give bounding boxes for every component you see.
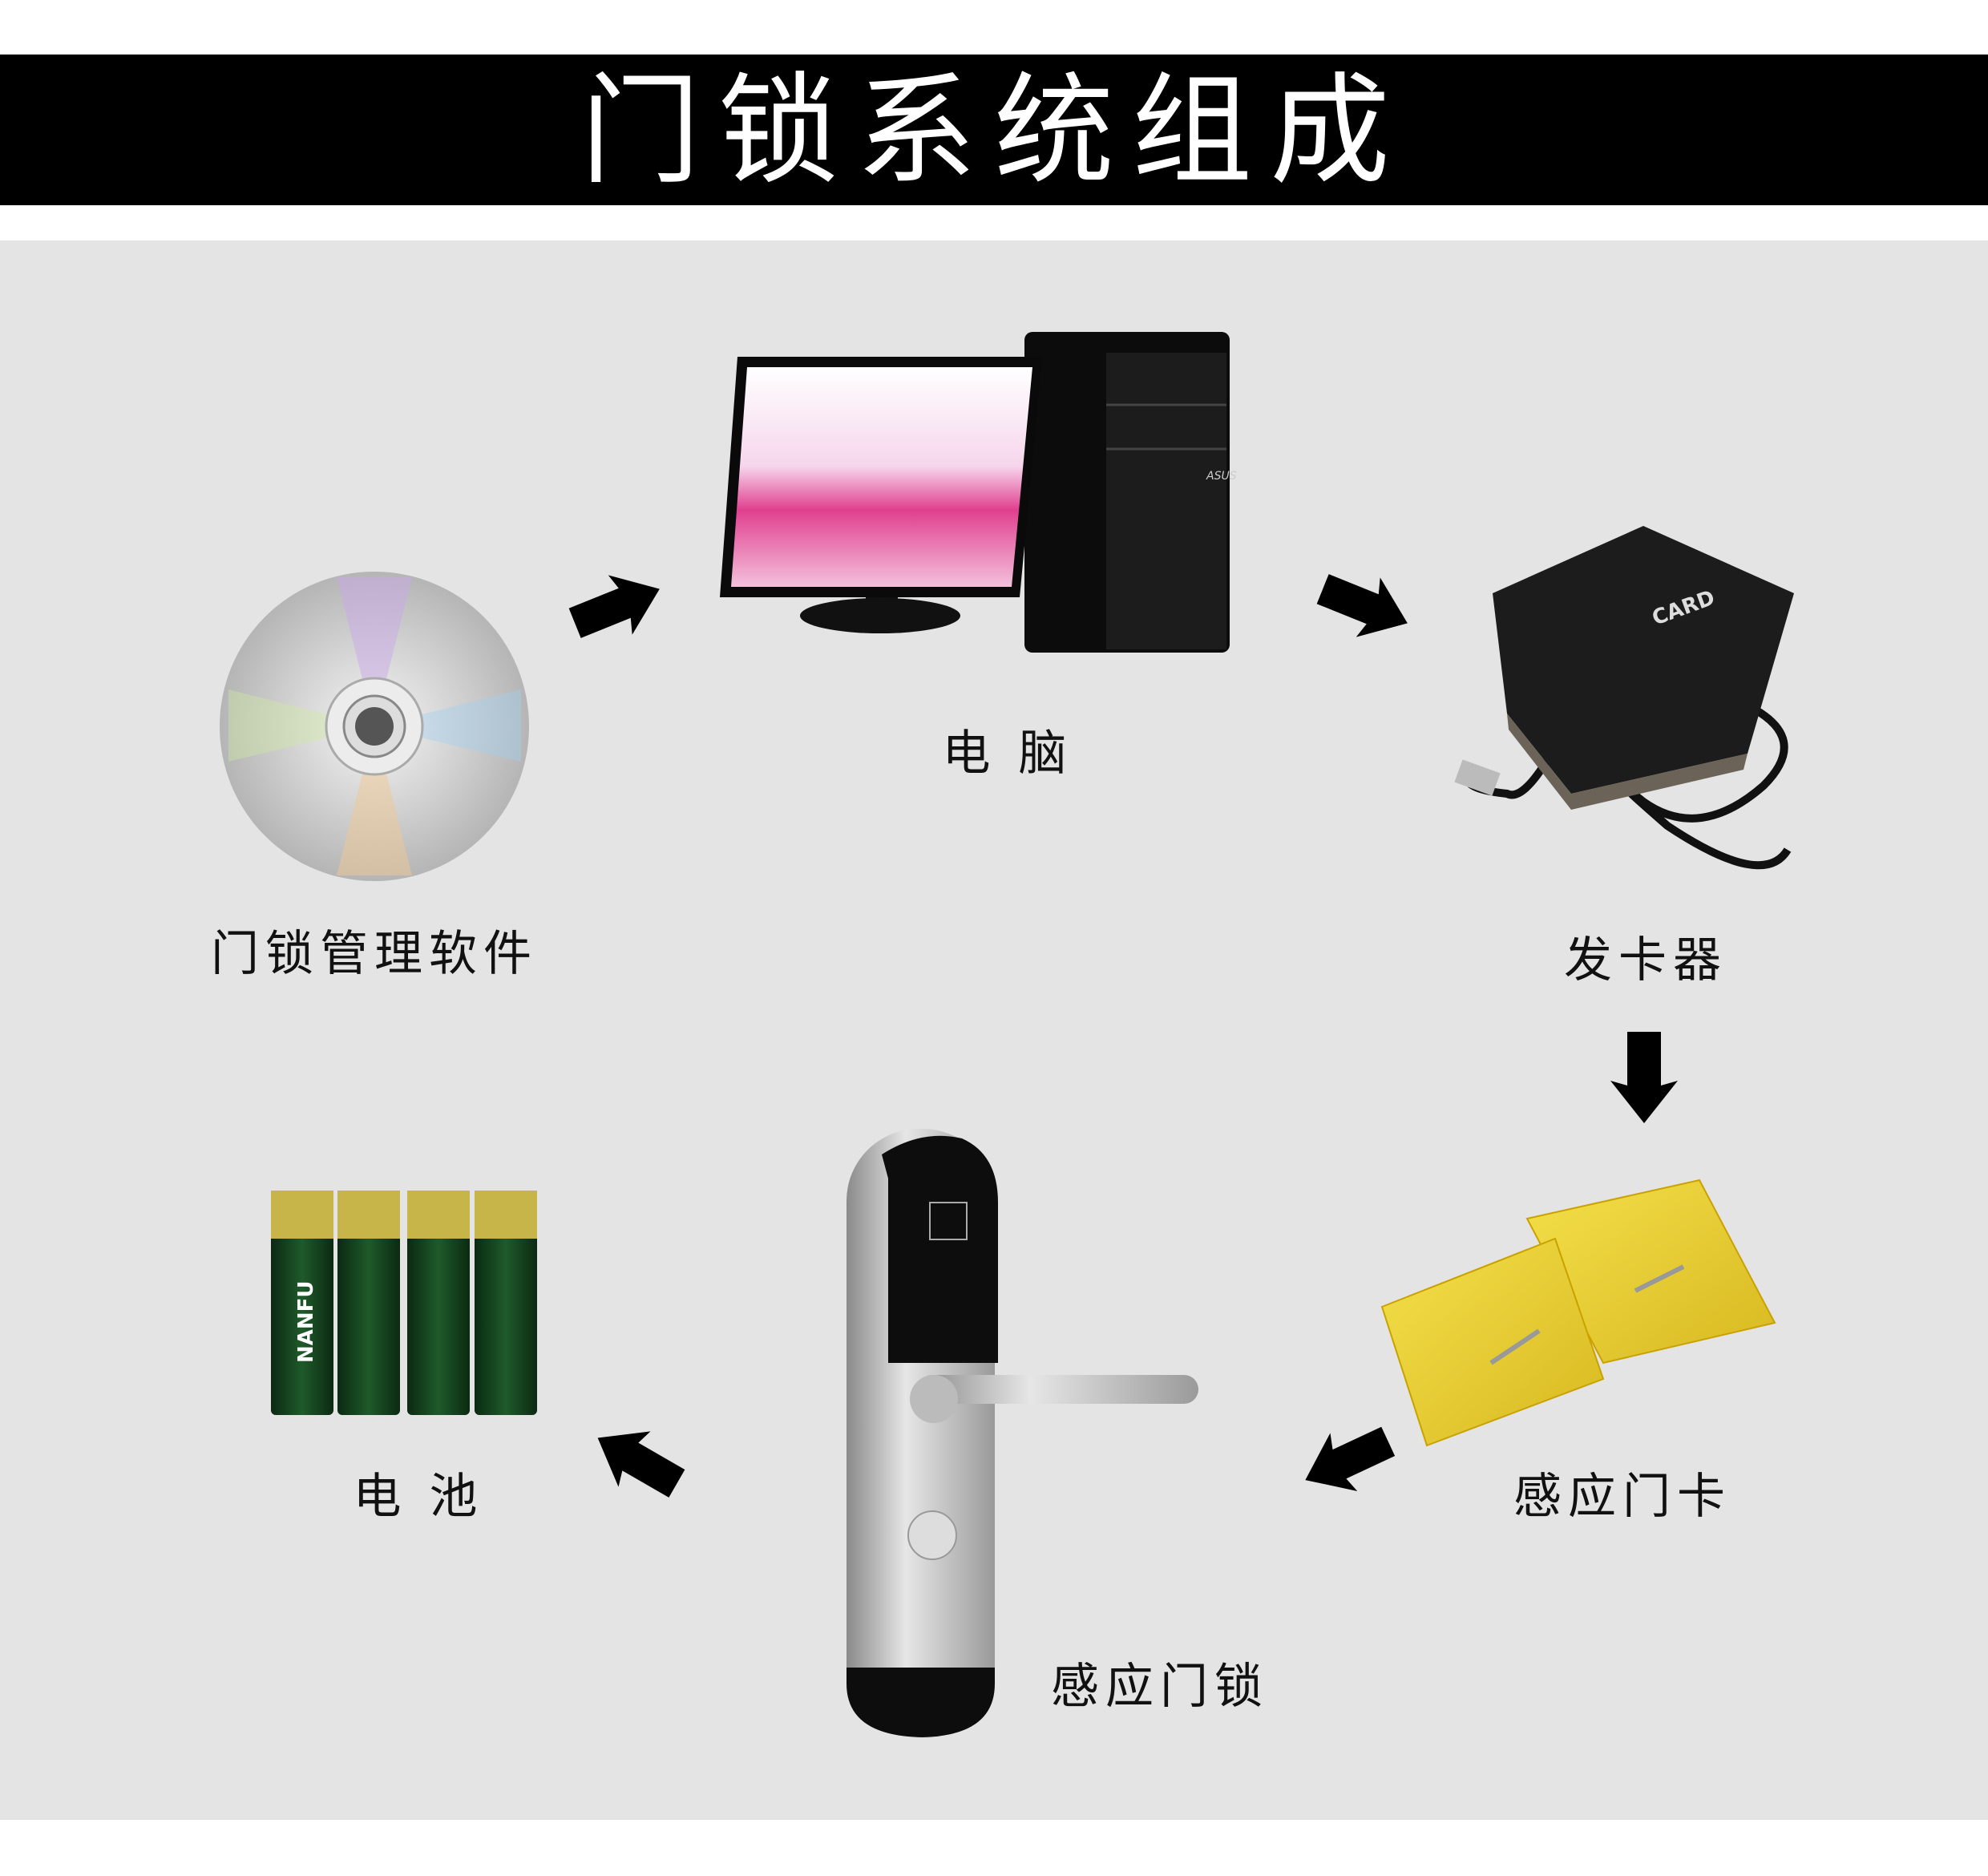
label-cards: 感应门卡 — [1513, 1469, 1731, 1525]
label-battery: 电 池 — [353, 1469, 483, 1525]
desktop-computer-icon: ASUS — [720, 332, 1237, 653]
brand-asus: ASUS — [1206, 470, 1237, 483]
battery-icon: NANFU — [271, 1191, 537, 1415]
label-lock: 感应门锁 — [1051, 1659, 1269, 1715]
label-computer: 电 脑 — [942, 726, 1073, 782]
label-card-encoder: 发卡器 — [1564, 932, 1727, 989]
page-title: 门锁系统组成 — [580, 62, 1408, 201]
door-lock-icon — [847, 1129, 1198, 1738]
cd-disc-icon — [220, 572, 529, 881]
card-encoder-icon: CARD — [1454, 526, 1794, 870]
rfid-card-icon — [1380, 1179, 1776, 1447]
label-software: 门锁管理软件 — [211, 926, 538, 982]
battery-brand: NANFU — [294, 1280, 318, 1363]
title-banner — [0, 55, 1988, 205]
